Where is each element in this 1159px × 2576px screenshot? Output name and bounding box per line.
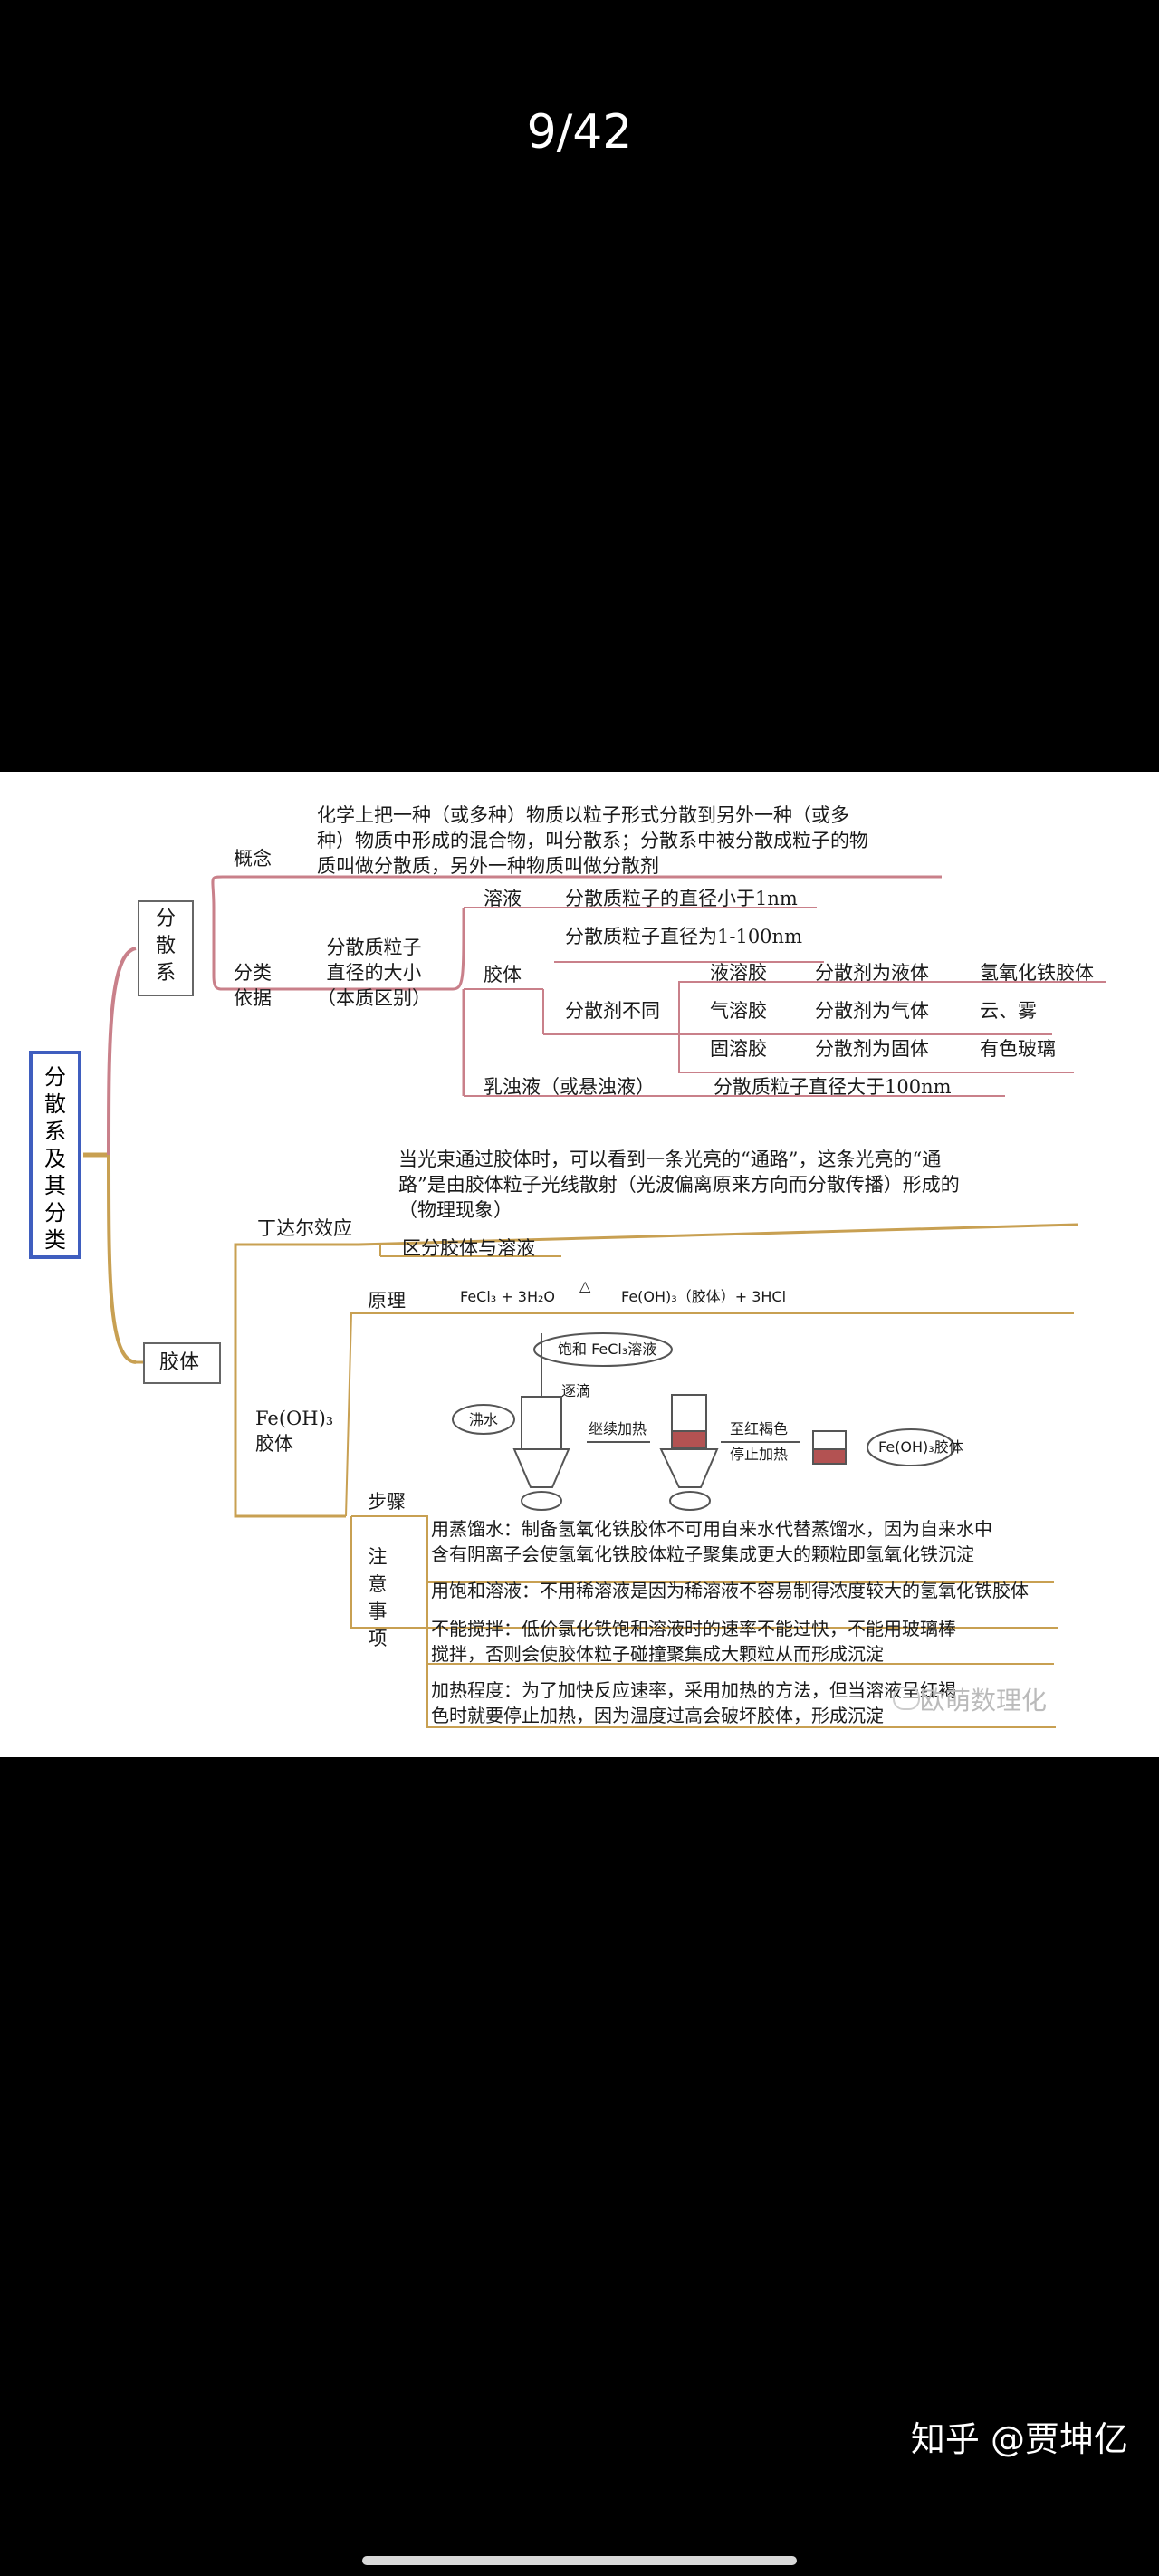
tyndall-label: 丁达尔效应	[257, 1217, 352, 1239]
watermark-text: 欧萌数理化	[920, 1686, 1048, 1716]
concept-label: 概念	[234, 848, 272, 870]
tyndall-use: 区分胶体与溶液	[402, 1237, 535, 1259]
solid-agent: 分散剂为固体	[815, 1038, 929, 1060]
solution-desc: 分散质粒子的直径小于1nm	[565, 888, 798, 909]
feoh-label: Fe(OH)₃ 胶体	[255, 1408, 334, 1455]
stop-heat-label: 停止加热	[730, 1446, 789, 1463]
solid-example: 有色玻璃	[980, 1038, 1056, 1060]
mindmap-connectors	[83, 875, 1106, 1728]
gas-sol: 气溶胶	[710, 1000, 767, 1022]
source-credit: 知乎 @贾坤亿	[910, 2419, 1128, 2459]
liquid-agent: 分散剂为液体	[815, 962, 929, 984]
product-label: Fe(OH)₃胶体	[878, 1438, 963, 1456]
notes-label: 注 意 事 项	[368, 1546, 388, 1649]
mindmap-image[interactable]: 分 散 系 及 其 分 类 分 散 系 概念 化学上把一种（或多种）物质以粒子形…	[0, 772, 1159, 1757]
basis-label: 分类 依据	[234, 962, 272, 1009]
solution-label: 溶液	[484, 888, 522, 909]
emulsion-label: 乳浊液（或悬浊液）	[484, 1076, 655, 1098]
home-indicator[interactable]	[362, 2556, 797, 2565]
emulsion-desc: 分散质粒子直径大于100nm	[714, 1076, 952, 1098]
note-distilled-water: 用蒸馏水：制备氢氧化铁胶体不可用自来水代替蒸馏水，因为自来水中 含有阴离子会使氢…	[431, 1518, 992, 1565]
equation-left: FeCl₃ + 3H₂O	[460, 1288, 555, 1305]
basis-text: 分散质粒子 直径的大小 （本质区别）	[317, 937, 431, 1009]
colloid-title: 胶体	[159, 1351, 200, 1374]
tyndall-text: 当光束通过胶体时，可以看到一条光亮的“通路”，这条光亮的“通 路”是由胶体粒子光…	[398, 1149, 960, 1221]
lab-apparatus-icon	[452, 1332, 955, 1511]
root-title: 分 散 系 及 其 分 类	[44, 1064, 66, 1253]
drop-label: 逐滴	[561, 1382, 591, 1399]
colloid-class-desc: 分散质粒子直径为1-100nm	[565, 926, 802, 947]
liquid-example: 氢氧化铁胶体	[980, 962, 1094, 984]
equation-condition: △	[580, 1277, 591, 1294]
note-heating: 加热程度：为了加快反应速率，采用加热的方法，但当溶液呈红褐 色时就要停止加热，因…	[431, 1679, 956, 1726]
agent-label: 分散剂不同	[565, 1000, 660, 1022]
boiling-water-label: 沸水	[469, 1411, 499, 1428]
image-counter: 9/42	[526, 105, 633, 159]
liquid-sol: 液溶胶	[710, 962, 767, 984]
note-saturated-solution: 用饱和溶液：不用稀溶液是因为稀溶液不容易制得浓度较大的氢氧化铁胶体	[431, 1580, 1029, 1601]
watermark-icon	[893, 1687, 920, 1710]
equation-right: Fe(OH)₃（胶体）+ 3HCl	[621, 1288, 787, 1305]
colloid-class-label: 胶体	[484, 964, 522, 985]
gas-example: 云、雾	[980, 1000, 1037, 1022]
root-node[interactable]: 分 散 系 及 其 分 类	[29, 1051, 81, 1259]
colloid-node[interactable]: 胶体	[143, 1342, 221, 1384]
note-no-stirring: 不能搅拌：低价氯化铁饱和溶液时的速率不能过快，不能用玻璃棒 搅拌，否则会使胶体粒…	[431, 1618, 956, 1665]
steps-label: 步骤	[368, 1491, 406, 1513]
gas-agent: 分散剂为气体	[815, 1000, 929, 1022]
principle-label: 原理	[368, 1290, 406, 1312]
solid-sol: 固溶胶	[710, 1038, 767, 1060]
fecl3-label: 饱和 FeCl₃溶液	[558, 1341, 657, 1358]
until-color-label: 至红褐色	[730, 1420, 789, 1437]
continue-heat-label: 继续加热	[589, 1420, 647, 1437]
dispersion-title: 分 散 系	[155, 908, 176, 985]
dispersion-node[interactable]: 分 散 系	[138, 900, 194, 996]
concept-text: 化学上把一种（或多种）物质以粒子形式分散到另外一种（或多 种）物质中形成的混合物…	[317, 804, 868, 877]
